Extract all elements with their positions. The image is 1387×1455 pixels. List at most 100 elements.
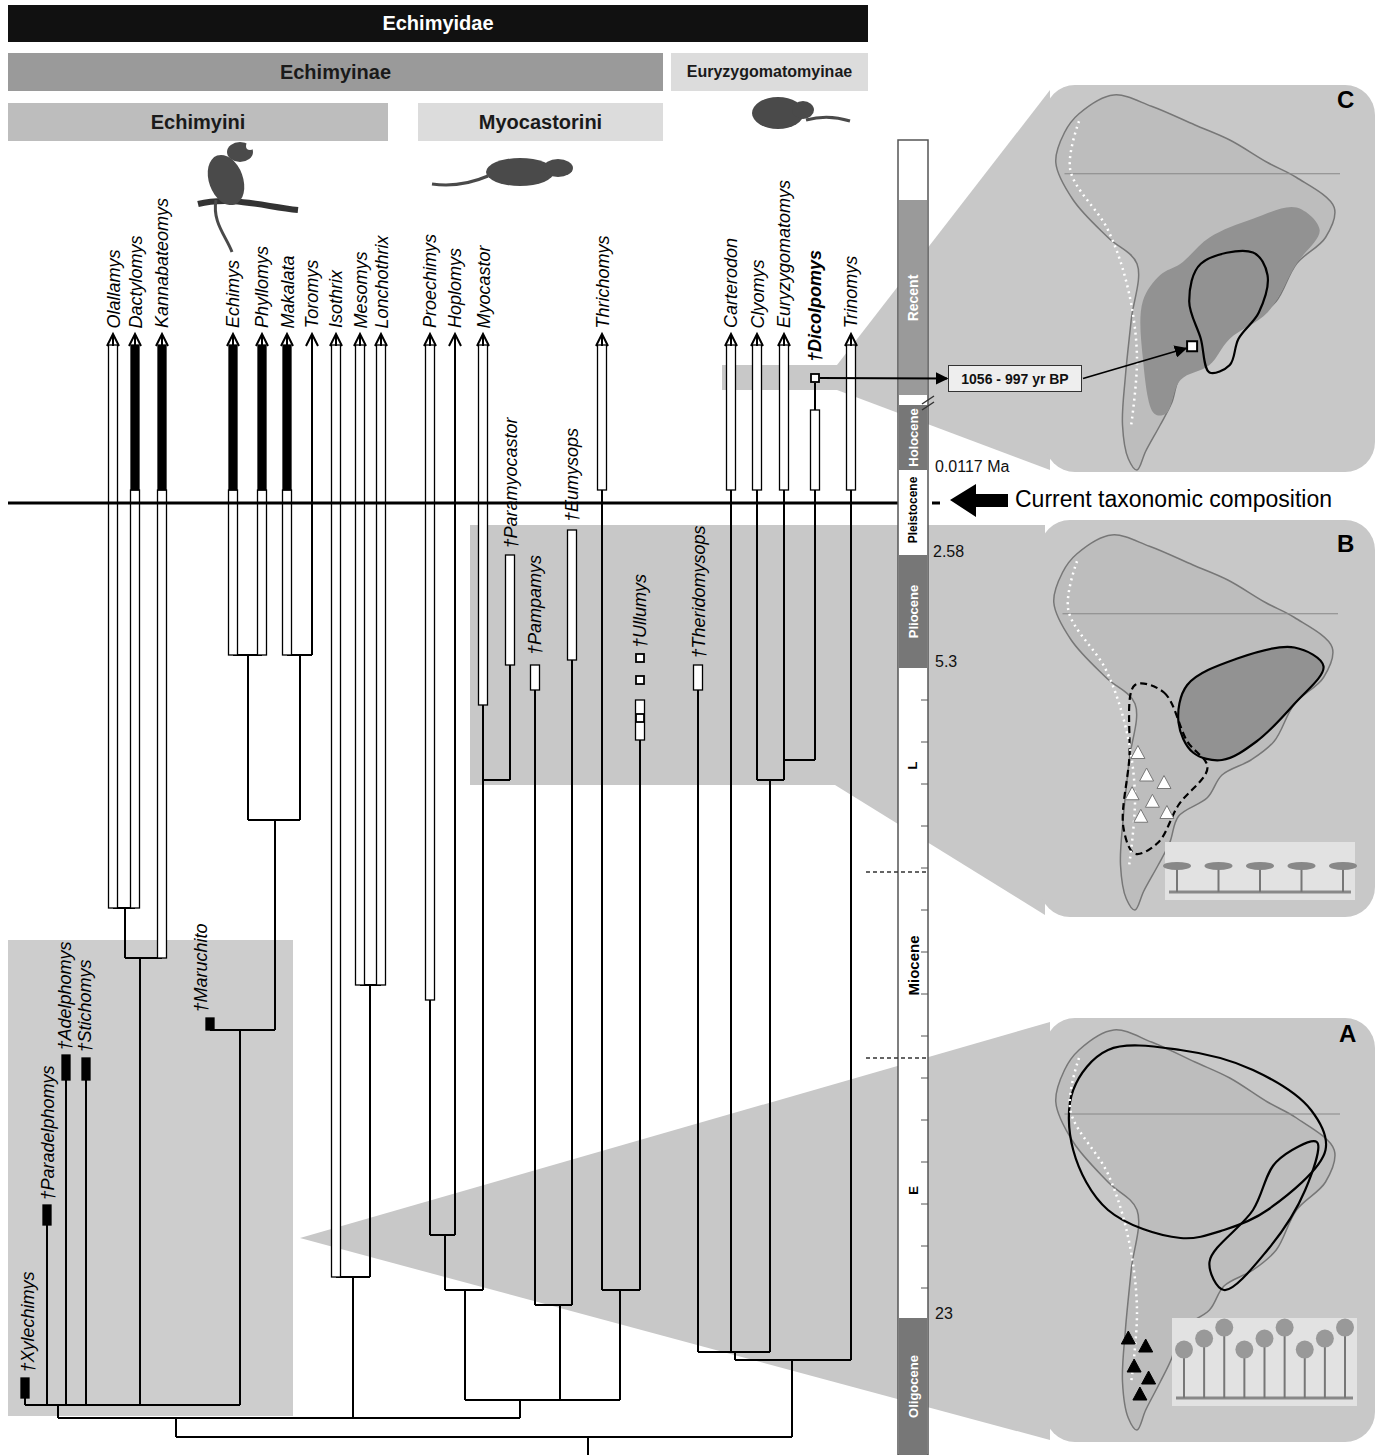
present-line (8, 502, 890, 505)
tree-branch (464, 1290, 466, 1400)
epoch-label: Recent (906, 275, 920, 322)
tree-branch (814, 383, 816, 410)
tree-branch (757, 779, 784, 781)
tree-branch (176, 1436, 792, 1438)
tree-branch (46, 1225, 48, 1405)
tree-branch (559, 1305, 561, 1400)
genus-label: Clyomys (748, 259, 766, 328)
node-text: Echimyidae (382, 12, 493, 35)
arrow-head (424, 334, 436, 346)
tree-branch (248, 819, 300, 821)
node-text: Echimyini (151, 111, 245, 134)
node-text: Euryzygomatomyinae (687, 63, 852, 81)
tree-branch (769, 780, 771, 1352)
tree-branch (482, 705, 484, 780)
tree-branch (730, 490, 732, 1352)
range-bar (636, 700, 645, 740)
range-bar (506, 555, 515, 665)
map-b (1054, 535, 1357, 910)
range-bar (62, 1055, 70, 1080)
tree-branch (784, 759, 815, 761)
range-bar (283, 490, 292, 655)
arrow-head (306, 334, 318, 346)
genus-label: †Maruchito (191, 923, 209, 1012)
genus-label: †Theridomysops (689, 525, 707, 658)
genus-label: †Pampamys (526, 555, 544, 655)
panel-letter: C (1337, 88, 1354, 112)
range-bar (727, 345, 736, 490)
panel-letter: A (1339, 1022, 1356, 1046)
tree-branch (25, 1404, 240, 1406)
genus-label: †Dicolpomys (806, 250, 824, 362)
range-bar (356, 345, 365, 985)
arrow-head (156, 334, 168, 346)
epoch-label: Miocene (906, 935, 921, 995)
record-square (636, 714, 644, 722)
genus-label: Carterodon (722, 238, 740, 328)
tree-branch (299, 655, 301, 820)
age-label: 2.58 (933, 544, 964, 560)
tree-branch (483, 779, 510, 781)
arrow-head (845, 334, 857, 346)
arrow-head (449, 334, 461, 346)
genus-label: Isothrix (327, 270, 345, 328)
tree-branch (125, 957, 162, 959)
range-bar (531, 665, 540, 690)
range-bar (206, 1018, 214, 1030)
genus-label: Thrichomys (593, 235, 611, 328)
range-bar (377, 345, 386, 985)
genus-label: †Ullumys (631, 574, 649, 648)
tree-branch (24, 1398, 26, 1405)
range-bar (131, 490, 140, 908)
arrow-head (281, 334, 293, 346)
pointer-arrow (950, 484, 1008, 517)
range-bar (229, 345, 237, 490)
taxon-band: Euryzygomatomyinae (671, 53, 868, 91)
tree-branch (58, 1417, 520, 1419)
genus-label: Hoplomys (446, 248, 464, 328)
age-label: 5.3 (935, 654, 957, 670)
tree-branch (454, 340, 456, 1235)
node-text: 1056 - 997 yr BP (961, 371, 1068, 387)
genus-label: †Eumysops (563, 428, 581, 522)
tree-branch (756, 490, 758, 780)
arrow-head (725, 334, 737, 346)
date-box: 1056 - 997 yr BP (948, 365, 1082, 392)
range-bar (131, 345, 139, 490)
tree-branch (735, 1359, 851, 1361)
tree-branch (482, 780, 484, 1290)
tree-branch (850, 490, 852, 1360)
tree-branch (697, 690, 699, 1352)
taxon-band: Myocastorini (418, 103, 663, 141)
genus-label: Phyllomys (253, 246, 271, 328)
genus-label: Echimys (224, 260, 242, 328)
node-text: Myocastorini (479, 111, 602, 134)
genus-label: Trinomys (842, 255, 860, 328)
tree-branch (734, 1352, 736, 1360)
tree-branch (465, 1399, 620, 1401)
record-square (636, 676, 644, 684)
range-bar (847, 345, 856, 490)
genus-label: Myocastor (474, 245, 492, 328)
tree-branch (57, 1405, 59, 1418)
range-bar (158, 345, 166, 490)
genus-label: Proechimys (421, 234, 439, 328)
tree-branch (85, 1080, 87, 1405)
genus-label: †Xylechimys (18, 1271, 36, 1372)
genus-label: †Paradelphomys (38, 1065, 56, 1200)
arrow-head (751, 334, 763, 346)
range-bar (811, 410, 820, 490)
range-bar (332, 345, 341, 1277)
tree-branch (601, 490, 603, 1290)
pointer-line (820, 377, 947, 379)
record-square (636, 654, 644, 662)
range-bar (694, 665, 703, 690)
range-bar (283, 345, 291, 490)
genus-label: Olallamys (104, 249, 122, 328)
range-bar (568, 530, 577, 660)
range-bar (258, 490, 267, 655)
genus-label: Mesomys (351, 251, 369, 328)
tree-branch (369, 985, 371, 1277)
taxon-band: Echimyini (8, 103, 388, 141)
map-c (1056, 95, 1340, 470)
